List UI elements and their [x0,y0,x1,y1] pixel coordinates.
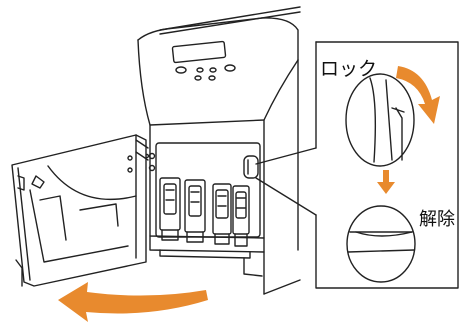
ink-cartridge-2 [185,180,205,242]
down-arrow [377,170,395,194]
release-label: 解除 [419,211,455,229]
ink-cartridge-3 [213,184,231,244]
close-door-arrow [58,282,208,322]
printer-body [138,7,300,294]
ink-cartridge-1 [160,178,180,240]
lever-release-closeup [347,206,415,282]
open-door [12,135,148,286]
lock-label: ロック [320,60,377,79]
lever-lock-closeup [346,74,414,166]
ink-bay [146,143,261,237]
rotate-arrow [396,66,440,124]
